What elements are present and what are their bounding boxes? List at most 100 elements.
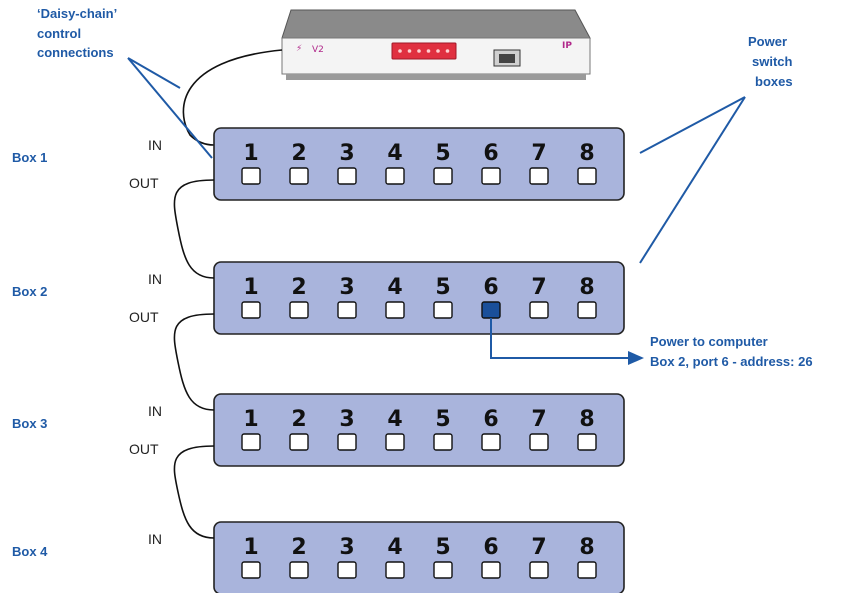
led-dot bbox=[417, 49, 421, 53]
controller-base bbox=[286, 74, 586, 80]
port-number: 3 bbox=[339, 275, 354, 300]
box-body bbox=[213, 127, 625, 201]
power-switch-callout-line-a bbox=[639, 96, 746, 154]
port-socket bbox=[577, 561, 597, 579]
box-body bbox=[213, 521, 625, 593]
inter-box-cable bbox=[173, 445, 215, 539]
port-number: 7 bbox=[531, 535, 546, 560]
power-to-computer-label-line1: Power to computer bbox=[650, 334, 768, 349]
port-number: 8 bbox=[579, 141, 594, 166]
controller-logo: V2 bbox=[312, 45, 324, 55]
port-number: 5 bbox=[435, 535, 450, 560]
in-label: IN bbox=[148, 403, 162, 419]
box-name-label: Box 4 bbox=[12, 544, 48, 559]
out-label: OUT bbox=[129, 175, 159, 191]
port-number: 8 bbox=[579, 535, 594, 560]
daisy-chain-cables bbox=[173, 179, 215, 539]
port-socket bbox=[433, 561, 453, 579]
port-number: 2 bbox=[291, 535, 306, 560]
port-number: 8 bbox=[579, 407, 594, 432]
daisy-chain-label-line2: control bbox=[37, 26, 81, 41]
daisy-chain-label-line3: connections bbox=[37, 45, 114, 60]
daisy-chain-label-line1: ‘Daisy-chain’ bbox=[37, 6, 117, 21]
port-socket bbox=[289, 433, 309, 451]
port-socket bbox=[577, 301, 597, 319]
controller-brand-icon: ⚡ bbox=[296, 44, 302, 54]
port-socket bbox=[577, 167, 597, 185]
out-label: OUT bbox=[129, 441, 159, 457]
power-to-computer-label-line2: Box 2, port 6 - address: 26 bbox=[650, 354, 813, 369]
port-number: 1 bbox=[243, 407, 258, 432]
port-socket bbox=[385, 167, 405, 185]
port-number: 2 bbox=[291, 275, 306, 300]
box-body bbox=[213, 393, 625, 467]
port-socket bbox=[337, 301, 357, 319]
led-dot bbox=[407, 49, 412, 53]
port-number: 7 bbox=[531, 141, 546, 166]
port-socket bbox=[289, 167, 309, 185]
led-indicators bbox=[398, 49, 450, 53]
led-dot bbox=[436, 49, 440, 53]
port-number: 3 bbox=[339, 535, 354, 560]
port-socket bbox=[433, 167, 453, 185]
port-socket bbox=[289, 301, 309, 319]
port-socket bbox=[241, 433, 261, 451]
port-socket bbox=[529, 167, 549, 185]
port-socket bbox=[385, 433, 405, 451]
port-number: 4 bbox=[387, 141, 402, 166]
port-number: 6 bbox=[483, 407, 498, 432]
in-label: IN bbox=[148, 137, 162, 153]
port-socket bbox=[529, 561, 549, 579]
port-socket bbox=[529, 301, 549, 319]
port-number: 4 bbox=[387, 275, 402, 300]
port-socket bbox=[385, 561, 405, 579]
port-socket bbox=[337, 561, 357, 579]
out-label: OUT bbox=[129, 309, 159, 325]
port-socket bbox=[289, 561, 309, 579]
port-socket bbox=[337, 167, 357, 185]
port-number: 2 bbox=[291, 407, 306, 432]
controller-top bbox=[281, 9, 591, 39]
port-number: 6 bbox=[483, 275, 498, 300]
port-socket bbox=[241, 301, 261, 319]
port-socket bbox=[241, 561, 261, 579]
port-socket bbox=[577, 433, 597, 451]
power-switch-label-line2: switch bbox=[752, 54, 793, 69]
led-dot bbox=[445, 49, 450, 53]
network-port-socket bbox=[499, 54, 515, 63]
port-socket bbox=[481, 167, 501, 185]
port-socket bbox=[337, 433, 357, 451]
port-number: 3 bbox=[339, 141, 354, 166]
led-dot bbox=[426, 49, 431, 53]
port-number: 7 bbox=[531, 275, 546, 300]
port-number: 4 bbox=[387, 535, 402, 560]
port-number: 6 bbox=[483, 535, 498, 560]
port-number: 7 bbox=[531, 407, 546, 432]
controller-to-box1-cable bbox=[182, 49, 283, 146]
port-socket bbox=[481, 561, 501, 579]
inter-box-cable bbox=[173, 179, 215, 279]
port-number: 1 bbox=[243, 535, 258, 560]
port-socket bbox=[433, 301, 453, 319]
box-name-label: Box 3 bbox=[12, 416, 47, 431]
box-body bbox=[213, 261, 625, 335]
led-dot bbox=[398, 49, 402, 53]
port-number: 8 bbox=[579, 275, 594, 300]
box-name-label: Box 2 bbox=[12, 284, 47, 299]
port-number: 2 bbox=[291, 141, 306, 166]
power-switch-callout-line-b bbox=[639, 96, 746, 264]
port-number: 4 bbox=[387, 407, 402, 432]
port-number: 1 bbox=[243, 275, 258, 300]
daisy-chain-callout-line-b bbox=[127, 57, 213, 159]
controller-model-badge: IP bbox=[562, 41, 572, 51]
port-number: 3 bbox=[339, 407, 354, 432]
port-socket bbox=[241, 167, 261, 185]
port-socket bbox=[529, 433, 549, 451]
